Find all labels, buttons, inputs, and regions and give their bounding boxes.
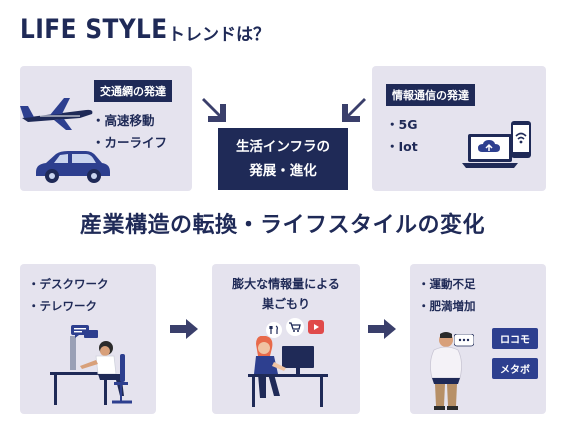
panel-stay-home: 膨大な情報量による 巣ごもり [212, 264, 360, 414]
laptop-cloud-icon [462, 134, 518, 168]
stay-home-text: 膨大な情報量による 巣ごもり [212, 274, 360, 314]
chat-bubble-icon [71, 325, 89, 338]
video-play-icon [308, 320, 324, 334]
stay-home-line-1: 膨大な情報量による [232, 277, 340, 291]
telecom-item-2: ・Iot [386, 139, 418, 154]
transport-tag: 交通網の発達 [94, 80, 172, 102]
stay-home-line-2: 巣ごもり [261, 297, 310, 311]
telecom-item-1: ・5G [386, 117, 418, 132]
desk-worker-icon [50, 330, 132, 405]
panel-telecom: 情報通信の発達 ・5G ・Iot [372, 66, 546, 191]
car-icon [36, 151, 110, 183]
headline: 産業構造の転換・ライフスタイルの変化 [79, 213, 485, 238]
desk-item-2: ・テレワーク [28, 299, 97, 313]
arrow-down-left-icon [342, 98, 366, 122]
cart-icon [286, 318, 304, 336]
panel-health: ・運動不足 ・肥満増加 ロコモ メタボ [410, 264, 546, 414]
health-item-2: ・肥満増加 [418, 299, 476, 313]
overweight-person-icon [430, 332, 462, 410]
transport-item-2: ・カーライフ [92, 135, 168, 150]
panel-transport: 交通網の発達 ・高速移動 ・カーライフ [20, 66, 192, 191]
phone-wifi-icon [511, 121, 531, 158]
speech-dots-icon [454, 334, 474, 347]
infrastructure-line-2: 発展・進化 [249, 163, 317, 179]
health-item-1: ・運動不足 [418, 277, 476, 291]
desk-item-1: ・デスクワーク [28, 277, 109, 291]
home-worker-icon [248, 336, 328, 407]
restaurant-icon [266, 322, 282, 338]
infrastructure-line-1: 生活インフラの [235, 139, 331, 155]
panel-desk-work: ・デスクワーク ・テレワーク [20, 264, 156, 414]
telecom-tag: 情報通信の発達 [386, 84, 475, 106]
arrow-down-right-icon [202, 98, 226, 122]
infrastructure-box: 生活インフラの 発展・進化 [218, 128, 348, 190]
airplane-icon [20, 98, 93, 130]
badge-metabo: メタボ [492, 358, 538, 379]
title-sub: トレンドは？ [168, 25, 270, 45]
badge-locomo: ロコモ [492, 328, 538, 349]
title-main: LIFE STYLE [20, 14, 168, 45]
transport-item-1: ・高速移動 [92, 113, 155, 128]
arrow-right-icon-1 [170, 319, 198, 339]
arrow-right-icon-2 [368, 319, 396, 339]
page-title: LIFE STYLE トレンドは？ [20, 14, 270, 50]
